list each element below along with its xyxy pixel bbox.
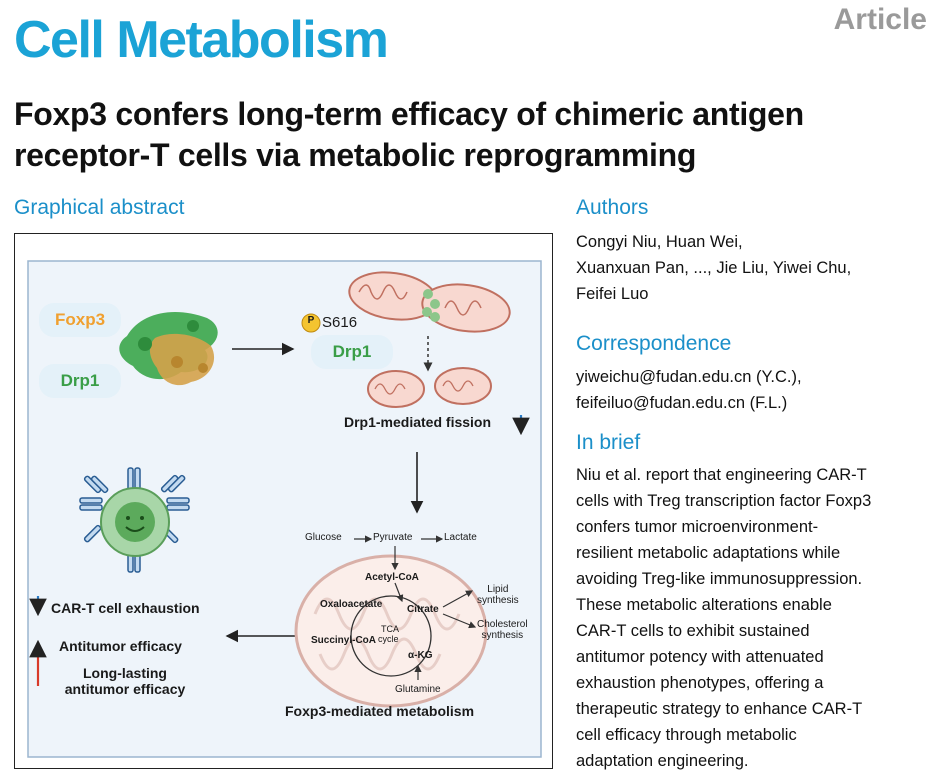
metabolite-pyruvate: Pyruvate xyxy=(373,532,413,543)
graphical-abstract-figure: Foxp3 Drp1 P S616 Drp1 Drp1-mediated fis… xyxy=(14,233,553,769)
in-brief-line: adaptation engineering. xyxy=(576,752,749,770)
metabolite-succinyl-coa: Succinyl-CoA xyxy=(311,635,377,646)
protein-complex-icon xyxy=(119,312,218,386)
journal-name: Cell Metabolism xyxy=(14,11,389,69)
authors-heading: Authors xyxy=(576,196,649,219)
in-brief-line: therapeutic strategy to enhance CAR-T xyxy=(576,700,863,718)
graphical-abstract-heading: Graphical abstract xyxy=(14,196,185,219)
lipid-synthesis-line: Lipid xyxy=(487,584,509,595)
drp1-label: Drp1 xyxy=(39,364,121,398)
metabolite-oxaloacetate: Oxaloacetate xyxy=(320,599,383,610)
long-lasting-line: antitumor efficacy xyxy=(64,681,186,697)
cycle-label: cycle xyxy=(378,634,399,644)
lipid-synthesis-label: Lipid synthesis xyxy=(477,584,519,606)
authors-list: Congyi Niu, Huan Wei, Xuanxuan Pan, ...,… xyxy=(576,229,936,307)
fission-label: Drp1-mediated fission xyxy=(344,414,492,430)
metabolite-citrate: Citrate xyxy=(407,604,439,615)
correspondence-email[interactable]: yiweichu@fudan.edu.cn (Y.C.), xyxy=(576,368,802,386)
article-type-label: Article xyxy=(833,3,927,36)
in-brief-line: confers tumor microenvironment- xyxy=(576,518,819,536)
in-brief-line: cells with Treg transcription factor Fox… xyxy=(576,492,872,510)
foxp3-label: Foxp3 xyxy=(39,303,121,337)
in-brief-line: These metabolic alterations enable xyxy=(576,596,832,614)
in-brief-line: Niu et al. report that engineering CAR-T xyxy=(576,466,867,484)
in-brief-line: exhaustion phenotypes, offering a xyxy=(576,674,824,692)
metabolism-mitochondrion-icon xyxy=(294,554,488,708)
authors-line: Feifei Luo xyxy=(576,285,649,303)
cholesterol-synthesis-label: Cholesterol synthesis xyxy=(477,619,528,641)
drp1-phospho-label: Drp1 xyxy=(311,335,393,369)
article-title: Foxp3 confers long-term efficacy of chim… xyxy=(14,96,804,173)
cholesterol-synthesis-line: Cholesterol xyxy=(477,619,528,630)
correspondence-heading: Correspondence xyxy=(576,332,732,355)
in-brief-line: CAR-T cells to exhibit sustained xyxy=(576,622,810,640)
in-brief-line: resilient metabolic adaptations while xyxy=(576,544,841,562)
mitochondrion-fragment-icon xyxy=(367,367,492,408)
in-brief-line: antitumor potency with attenuated xyxy=(576,648,824,666)
phosphate-icon xyxy=(301,313,321,333)
tca-label: TCA xyxy=(381,624,399,634)
phosphate-mark: P xyxy=(307,315,315,326)
metabolite-glutamine: Glutamine xyxy=(395,684,441,695)
authors-line: Xuanxuan Pan, ..., Jie Liu, Yiwei Chu, xyxy=(576,259,852,277)
metabolite-akg: α-KG xyxy=(408,650,433,661)
long-lasting-line: Long-lasting xyxy=(83,665,167,681)
mitochondrion-icon xyxy=(348,271,511,333)
metabolite-acetyl-coa: Acetyl-CoA xyxy=(365,572,419,583)
pathway-arrows xyxy=(354,535,477,680)
exhaustion-label: CAR-T cell exhaustion xyxy=(51,600,200,616)
correspondence-email[interactable]: feifeiluo@fudan.edu.cn (F.L.) xyxy=(576,394,788,412)
in-brief-line: cell efficacy through metabolic xyxy=(576,726,797,744)
correspondence-block: yiweichu@fudan.edu.cn (Y.C.), feifeiluo@… xyxy=(576,364,936,416)
authors-line: Congyi Niu, Huan Wei, xyxy=(576,233,743,251)
metabolite-lactate: Lactate xyxy=(444,532,477,543)
in-brief-line: avoiding Treg-like immunosuppression. xyxy=(576,570,863,588)
in-brief-text: Niu et al. report that engineering CAR-T… xyxy=(576,462,938,774)
metabolism-label: Foxp3-mediated metabolism xyxy=(285,703,475,719)
cholesterol-synthesis-line: synthesis xyxy=(481,630,524,641)
long-lasting-label: Long-lasting antitumor efficacy xyxy=(57,665,193,697)
phospho-site-label: S616 xyxy=(322,314,358,331)
in-brief-heading: In brief xyxy=(576,431,641,454)
antitumor-label: Antitumor efficacy xyxy=(59,638,182,654)
lipid-synthesis-line: synthesis xyxy=(477,595,519,606)
metabolite-glucose: Glucose xyxy=(305,532,342,543)
car-t-cell-icon xyxy=(79,467,190,573)
